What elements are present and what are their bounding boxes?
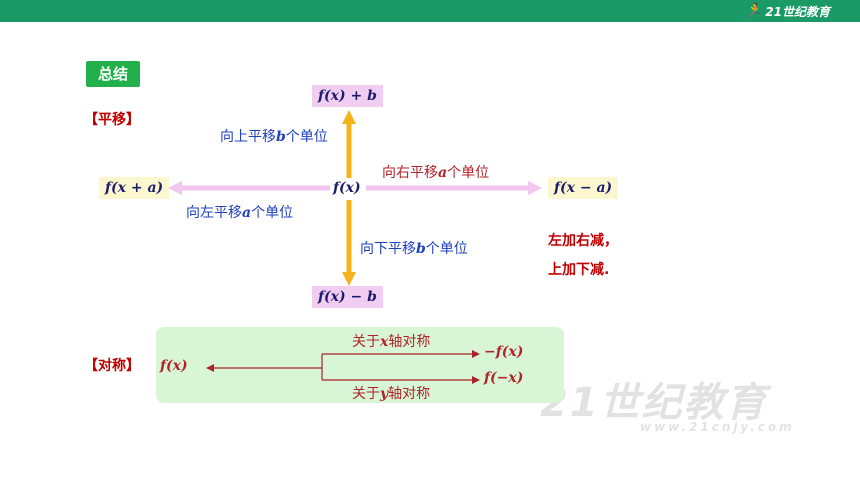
symmetry-box: [156, 327, 564, 403]
sym-top-arrowhead: [472, 350, 480, 358]
up-caption: 向上平移b个单位: [220, 129, 328, 145]
symmetry-source: f(x): [160, 358, 188, 374]
x-symmetry-result: −f(x): [484, 344, 524, 360]
left-caption: 向左平移a个单位: [186, 205, 294, 221]
center-function: f(x): [330, 178, 364, 198]
brand-logo: 🏃 21世纪教育: [745, 2, 830, 20]
down-result: f(x) − b: [312, 286, 383, 308]
rule-line-1: 左加右减，: [548, 233, 618, 249]
right-caption: 向右平移a个单位: [382, 165, 490, 181]
sym-bottom-arrowhead: [472, 376, 480, 384]
up-result: f(x) + b: [312, 85, 383, 107]
rule-line-2: 上加下减.: [548, 262, 610, 278]
y-symmetry-result: f(−x): [484, 370, 524, 386]
down-caption: 向下平移b个单位: [360, 241, 468, 257]
sym-left-arrowhead: [206, 364, 214, 372]
arrow-down-head: [342, 272, 356, 286]
arrow-right-head: [528, 181, 542, 195]
arrow-up-head: [342, 110, 356, 124]
watermark-url: www.21cnjy.com: [640, 420, 795, 434]
right-result: f(x − a): [548, 177, 619, 199]
header-bar: 🏃 21世纪教育: [0, 0, 860, 22]
watermark-logo: 21世纪教育: [540, 380, 768, 426]
x-axis-caption: 关于x轴对称: [352, 334, 431, 350]
runner-icon: 🏃: [744, 3, 763, 19]
brand-logo-text: 21世纪教育: [765, 4, 830, 19]
translation-title: 【平移】: [84, 112, 140, 128]
symmetry-title: 【对称】: [84, 358, 140, 374]
y-axis-caption: 关于y轴对称: [352, 386, 431, 402]
left-result: f(x + a): [99, 177, 170, 199]
arrow-left-head: [168, 181, 182, 195]
summary-label: 总结: [86, 61, 140, 87]
